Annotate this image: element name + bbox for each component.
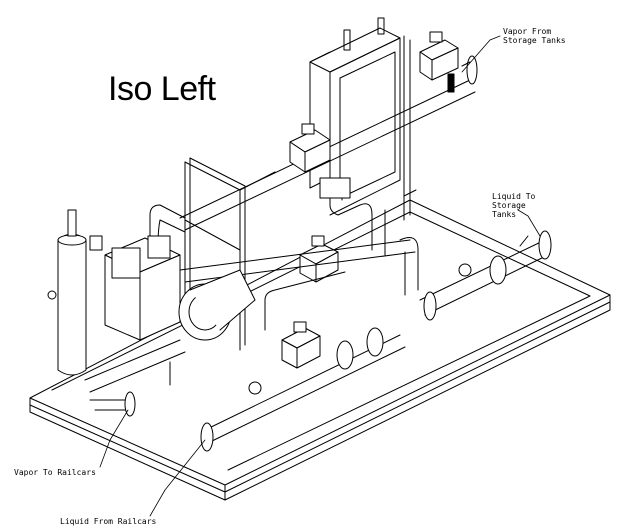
liquid-to-storage-pipe	[420, 231, 551, 320]
railcar-vapor-flange[interactable]	[125, 392, 135, 416]
callout-line: Storage Tanks	[503, 36, 566, 45]
panel-brace	[404, 190, 416, 196]
callout-vapor-to-railcars: Vapor To Railcars	[14, 468, 96, 477]
vapor-railcar-run	[85, 340, 185, 392]
lower-line-strainer[interactable]	[367, 328, 383, 356]
callout-line: Liquid To	[492, 192, 536, 201]
top-right-valve-actuator[interactable]	[420, 32, 458, 92]
rack-crossbar	[185, 220, 240, 250]
header-elbow	[400, 238, 418, 295]
compressor-unit[interactable]	[105, 236, 180, 340]
leader-lines	[100, 36, 540, 516]
lower-pressure-gauge[interactable]	[249, 382, 261, 394]
panel-lamp	[344, 30, 350, 50]
skid-right-rail	[225, 302, 610, 492]
callout-liquid-to-storage: Liquid To Storage Tanks	[492, 192, 535, 219]
vapor-to-railcars-pipe	[85, 340, 185, 416]
upper-pipe-elbow	[150, 205, 185, 245]
middle-valve-actuator[interactable]	[300, 236, 338, 282]
vapor-railcar-stub	[90, 400, 130, 410]
right-riser	[320, 178, 385, 255]
pressure-gauge[interactable]	[459, 264, 471, 276]
liquid-line-run	[420, 240, 548, 315]
callout-line: Storage	[492, 201, 526, 210]
lower-line-valve[interactable]	[337, 341, 353, 369]
leader-vapor-from-storage	[462, 36, 500, 72]
panel-lamp-2	[378, 18, 384, 34]
skid-lower-rail	[30, 405, 225, 492]
panel-inner-frame	[340, 52, 395, 198]
riser-valve-body[interactable]	[320, 178, 350, 198]
vent-valve[interactable]	[520, 236, 528, 246]
liquid-outlet-flange[interactable]	[539, 231, 551, 259]
header-down-branch	[265, 272, 345, 330]
upper-pipe-valve-actuator[interactable]	[290, 124, 330, 172]
upper-vapor-pipe	[150, 56, 477, 250]
lower-liquid-pipe	[201, 328, 405, 451]
railcar-liquid-flange[interactable]	[201, 423, 213, 451]
leader-liquid-from-railcars	[150, 440, 205, 516]
leader-vapor-to-railcars	[100, 410, 128, 467]
strainer-body[interactable]	[490, 256, 506, 284]
lower-valve-actuator[interactable]	[282, 322, 320, 368]
leader-liquid-to-storage	[518, 210, 540, 236]
callout-line: Tanks	[492, 210, 517, 219]
riser-elbow	[330, 180, 372, 250]
electric-motor[interactable]	[179, 270, 255, 340]
liquid-line-flange[interactable]	[424, 292, 436, 320]
callout-liquid-from-railcars: Liquid From Railcars	[60, 517, 157, 526]
panel-top	[310, 28, 400, 72]
lower-line-run	[205, 335, 405, 442]
vertical-tank[interactable]	[48, 210, 102, 375]
callout-vapor-from-storage: Vapor From Storage Tanks	[503, 27, 566, 45]
panel-frame	[330, 38, 400, 215]
view-title: Iso Left	[108, 70, 216, 108]
callout-line: Vapor From	[503, 27, 552, 36]
inlet-bolt	[462, 62, 470, 66]
